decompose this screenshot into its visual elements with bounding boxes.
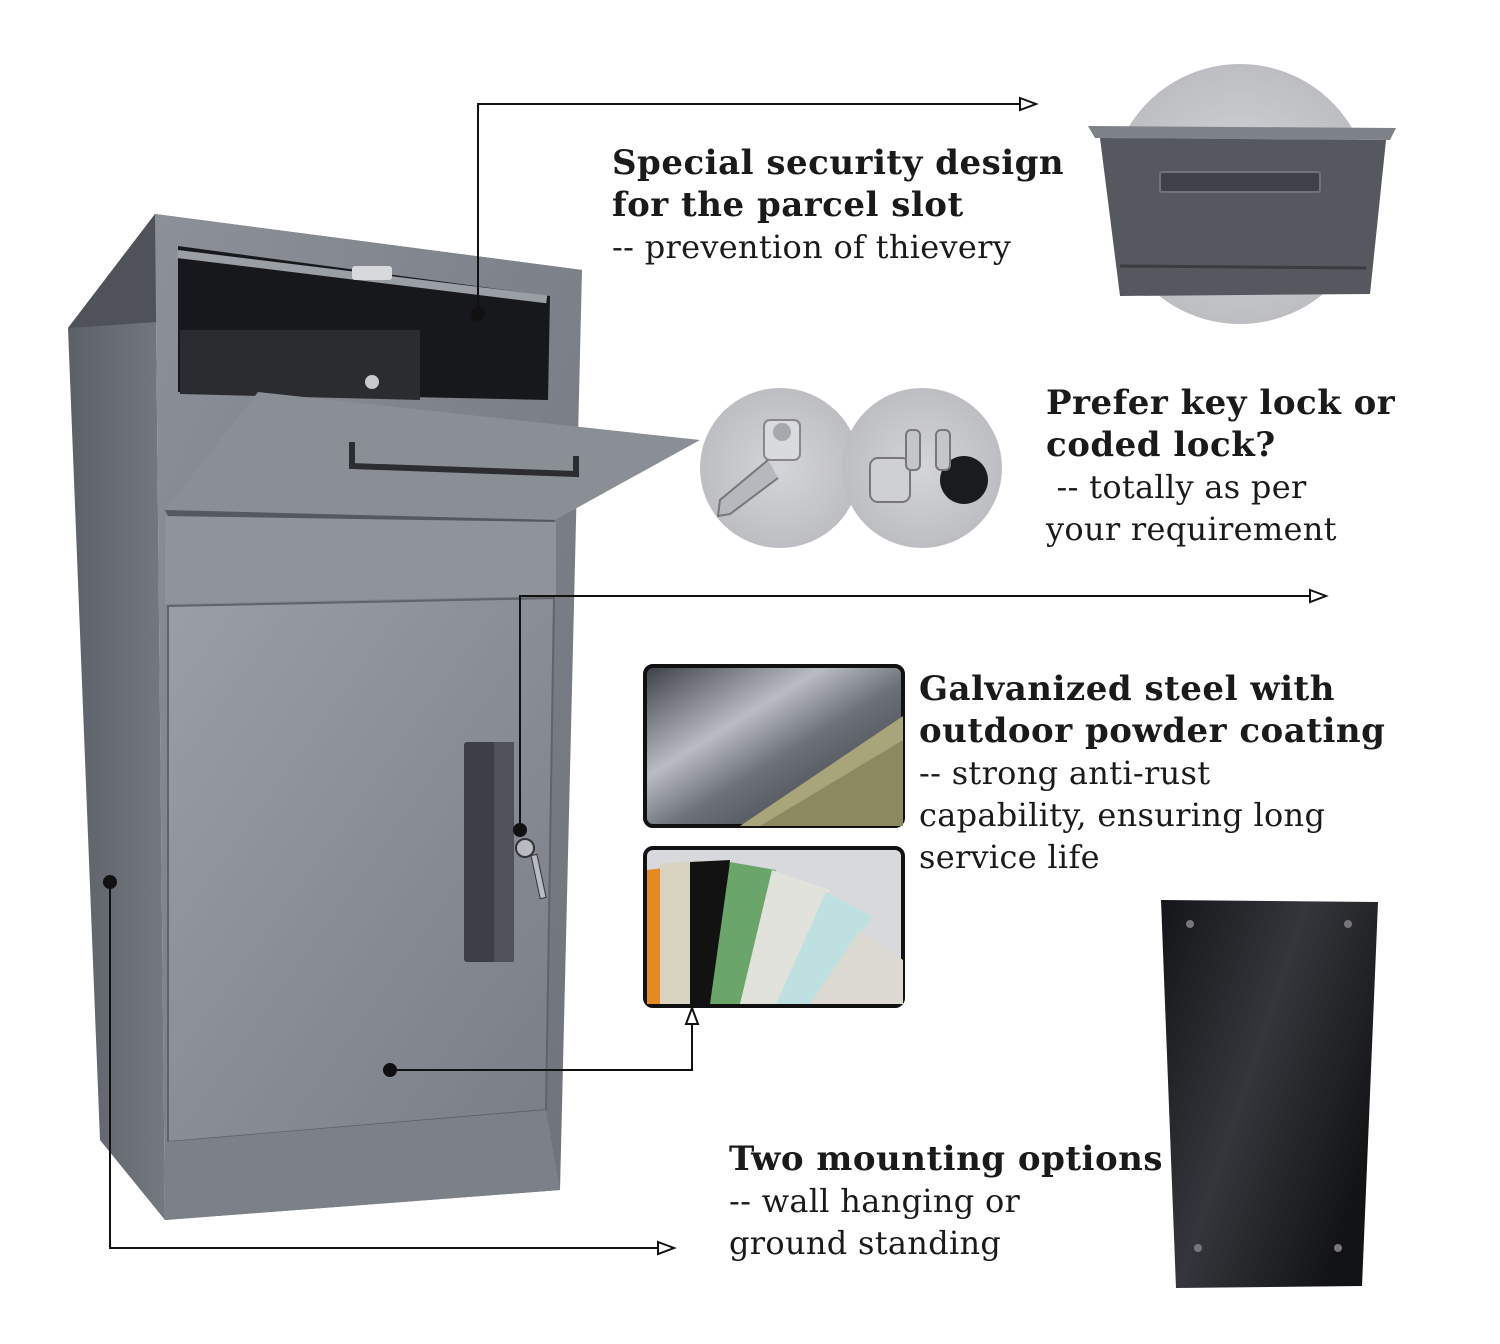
pointer-dot-steel <box>383 1063 397 1077</box>
feature-steel-title-2: outdoor powder coating <box>919 711 1386 751</box>
pointer-mounting <box>109 882 658 1249</box>
mounting-hole <box>1344 920 1352 928</box>
feature-steel-sub-2: capability, ensuring long <box>919 796 1326 834</box>
coded-lock-circle <box>842 388 1002 548</box>
feature-mounting-sub-2: ground standing <box>729 1224 1002 1262</box>
feature-mounting: Two mounting options -- wall hanging or … <box>729 1138 1163 1264</box>
feature-lock-title-1: Prefer key lock or <box>1046 383 1396 423</box>
feature-security-sub-1: -- prevention of thievery <box>612 228 1012 266</box>
feature-steel-title-1: Galvanized steel with <box>919 669 1335 709</box>
arrow-lock <box>1309 588 1329 604</box>
feature-lock-sub-1: -- totally as per <box>1046 468 1307 506</box>
door-handle-shade <box>494 742 514 962</box>
lock-options <box>700 388 1002 548</box>
pointer-dot-security <box>471 307 485 321</box>
feature-security-title-2: for the parcel slot <box>612 185 964 225</box>
galvanized-steel-photo <box>643 664 905 828</box>
slot-hole <box>365 375 379 389</box>
mounting-hole <box>1194 1244 1202 1252</box>
cabinet-side <box>68 214 165 1220</box>
slot-latch <box>352 266 392 280</box>
key-lock-icon <box>716 419 801 518</box>
arrow-mounting <box>657 1240 677 1256</box>
mounting-hole <box>1334 1244 1342 1252</box>
parcel-flap[interactable] <box>165 392 700 520</box>
slot-cover-body <box>1100 138 1386 296</box>
key-icon <box>515 838 547 900</box>
slot-cover-seam <box>1119 264 1367 270</box>
parcel-slot-inner <box>180 330 420 400</box>
pointer-dot-lock <box>513 823 527 837</box>
feature-mounting-title-1: Two mounting options <box>729 1139 1164 1179</box>
pointer-dot-mounting <box>103 875 117 889</box>
coded-lock-icon <box>869 429 988 504</box>
slot-cover-top <box>1088 126 1396 140</box>
feature-steel-sub-3: service life <box>919 838 1100 876</box>
feature-lock: Prefer key lock or coded lock? -- totall… <box>1046 382 1395 550</box>
feature-security-title-1: Special security design <box>612 143 1065 183</box>
feature-lock-title-2: coded lock? <box>1046 425 1276 465</box>
pointer-lock <box>519 595 1310 830</box>
flap-handle <box>349 442 579 478</box>
feature-lock-sub-2: your requirement <box>1046 510 1337 548</box>
cabinet <box>68 214 700 1220</box>
feature-mounting-sub-1: -- wall hanging or <box>729 1182 1021 1220</box>
pointer-steel <box>390 1022 693 1071</box>
arrow-steel <box>684 1005 700 1025</box>
mounting-hole <box>1186 920 1194 928</box>
cabinet-base <box>165 1110 560 1220</box>
pointer-lines <box>103 96 1329 1256</box>
slot-cover-handle <box>1159 171 1321 193</box>
feature-security: Special security design for the parcel s… <box>612 142 1064 268</box>
back-panel-photo <box>1161 900 1378 1288</box>
cabinet-mid-panel <box>165 516 556 604</box>
key-lock-circle <box>700 388 860 548</box>
security-slot-closeup <box>1088 64 1396 324</box>
arrow-security <box>1019 96 1039 112</box>
pointer-security <box>477 103 1020 314</box>
feature-steel-sub-1: -- strong anti-rust <box>919 754 1211 792</box>
feature-steel: Galvanized steel with outdoor powder coa… <box>919 668 1385 878</box>
powder-coating-swatches-photo <box>643 846 905 1008</box>
